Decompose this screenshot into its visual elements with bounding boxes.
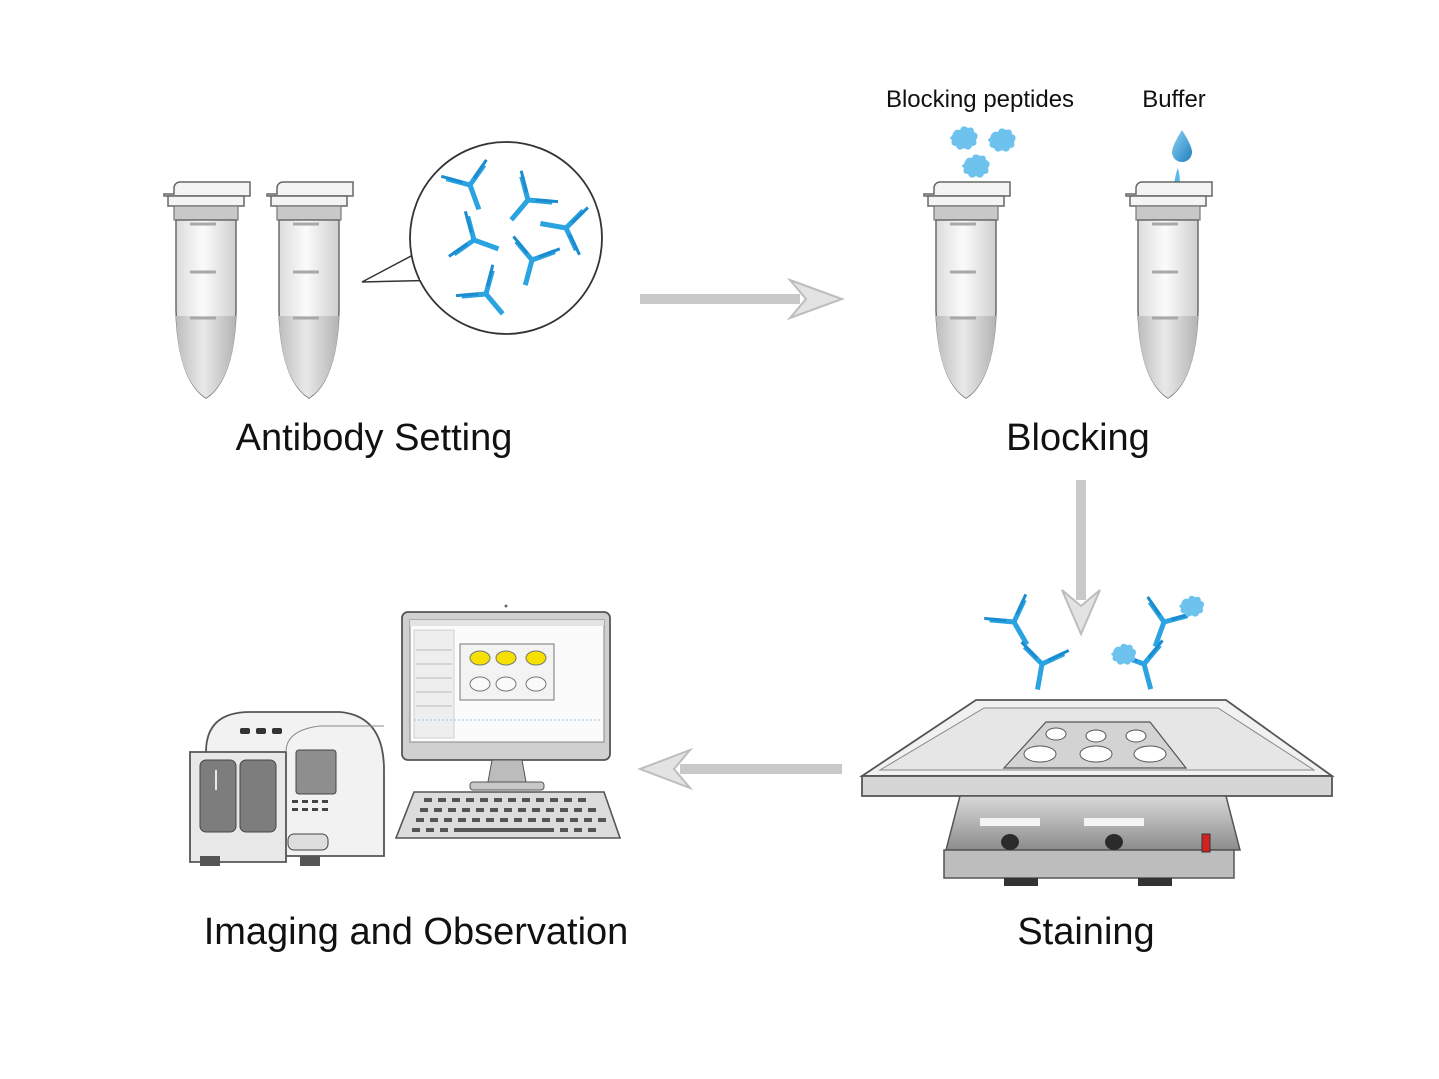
keyboard-icon [394,791,622,839]
computer-monitor-icon [401,604,611,791]
step-label-imaging: Imaging and Observation [204,911,629,953]
step-label-antibody-setting: Antibody Setting [236,417,513,459]
annotation-blocking-peptides: Blocking peptides [886,86,1074,113]
antibody-setting-group: Antibody Setting [162,141,603,459]
microcentrifuge-tube-icon [922,180,1012,400]
blocking-group: Blocking peptides Buffer Blocking [886,86,1214,459]
arrow-left [637,747,842,791]
annotation-buffer: Buffer [1142,86,1206,113]
staining-group: Staining [859,594,1335,953]
step-label-blocking: Blocking [1006,417,1150,459]
arrow-down [1061,480,1101,637]
microcentrifuge-tube-icon [1124,180,1214,400]
magnification-bubble [361,141,603,335]
peptide-icon [1179,595,1205,617]
peptide-icon [988,128,1016,152]
peptide-icon [962,154,990,178]
shaker-platform-icon [859,699,1335,886]
imaging-instrument-icon [189,711,385,866]
microcentrifuge-tube-icon [265,180,355,400]
arrow-right [640,277,845,321]
imaging-group: Imaging and Observation [189,604,629,953]
antibody-icon [984,594,1048,656]
peptide-icon [950,126,978,150]
microcentrifuge-tube-icon [162,180,252,400]
antibody-icon [1014,642,1069,694]
step-label-staining: Staining [1017,911,1154,953]
droplet-icon [1172,130,1192,184]
